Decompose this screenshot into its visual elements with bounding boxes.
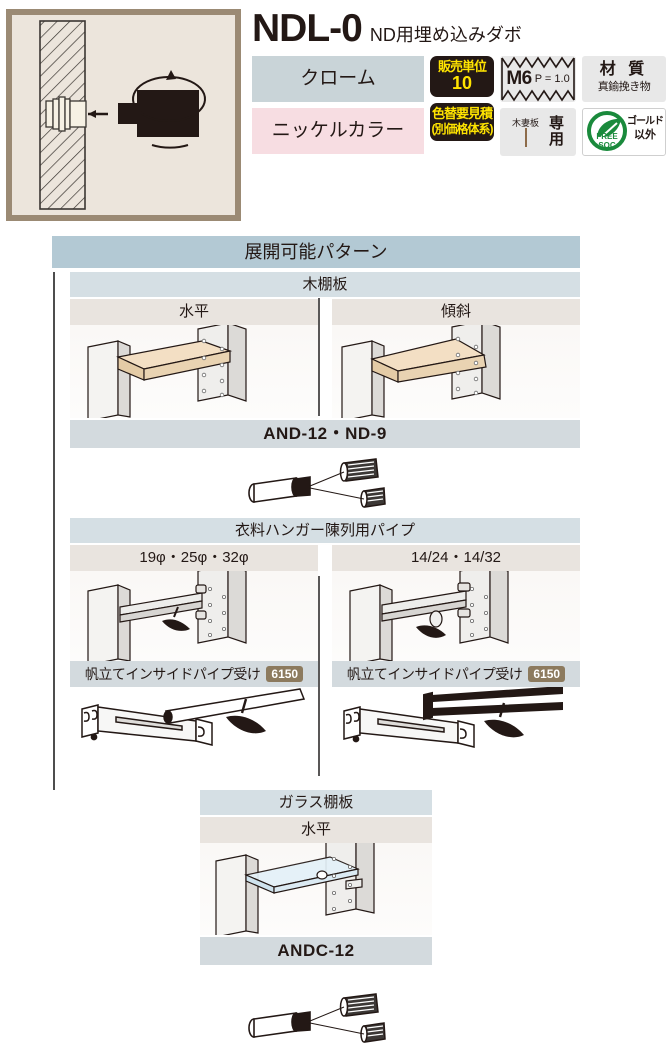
tilted-wood-shelf-icon [341, 325, 501, 418]
hanger-pipe-round-column: 19φ・25φ・32φ [70, 545, 318, 759]
wood-swatch-icon [524, 127, 527, 147]
block-glass-shelf-subheader: ガラス棚板 [200, 790, 432, 815]
inside-pipe-bracket-round-icon [81, 688, 306, 746]
round-pipe-bracket-icon [87, 571, 247, 661]
eco-note-gold: ゴールド [627, 116, 664, 127]
pattern-spine-line [53, 272, 55, 790]
material-and-eco-badges: 材 質 真鍮挽き物 FREE SOC ゴールド 以外 [582, 56, 666, 156]
page-subtitle: ND用埋め込みダボ [369, 25, 522, 45]
hanger-pipe-column-divider [318, 576, 320, 776]
wood-panel-icon-group: 木妻板 [503, 118, 548, 147]
receiver-label-oval: 帆立てインサイドパイプ受け [346, 666, 523, 682]
dowel-peg-set-icon-2 [248, 993, 386, 1043]
oval-pipe-bracket-icon [349, 571, 509, 661]
material-value: 真鍮挽き物 [597, 81, 651, 93]
finish-options: クローム ニッケルカラー [252, 56, 424, 154]
hanger-pipe-oval-column: 14/24・14/32 [332, 545, 580, 759]
receiver-code-round: 6150 [266, 666, 304, 682]
block-wood-shelf: 木棚板 水平 [70, 272, 580, 448]
material-label: 材 質 [599, 61, 649, 78]
hanger-pipe-oval-illustration [332, 571, 580, 661]
oval-bracket-part-illustration [332, 687, 580, 759]
product-cross-section-figure [6, 9, 241, 221]
hanger-pipe-round-receiver: 帆立てインサイドパイプ受け 6150 [70, 661, 318, 687]
column-gap-2 [318, 545, 332, 759]
round-bracket-part-illustration [70, 687, 318, 759]
horizontal-glass-shelf-icon [215, 843, 375, 935]
wood-shelf-column-divider [318, 298, 320, 416]
wood-shelf-tilted-label: 傾斜 [332, 299, 580, 325]
horizontal-wood-shelf-icon [87, 325, 247, 418]
thread-zigzag-icon [501, 56, 575, 102]
exclusive-char-2: 用 [549, 131, 564, 148]
thread-text: M6 P = 1.0 [500, 56, 576, 102]
dowel-peg-set-icon [248, 458, 386, 508]
hanger-pipe-oval-receiver: 帆立てインサイドパイプ受け 6150 [332, 661, 580, 687]
sales-unit-label: 販売単位 [437, 59, 487, 74]
eco-note: ゴールド 以外 [627, 115, 664, 143]
eco-free-text: FREE [596, 132, 618, 141]
exclusive-use-text: 専 用 [549, 115, 564, 148]
sales-unit-value: 10 [451, 73, 473, 93]
block-hanger-pipe-subheader: 衣料ハンガー陳列用パイプ [70, 518, 580, 543]
wood-shelf-tilted-illustration [332, 325, 580, 418]
receiver-label-round: 帆立てインサイドパイプ受け [84, 666, 261, 682]
page-title: NDL-0 [252, 7, 363, 50]
wood-shelf-horizontal-label: 水平 [70, 299, 318, 325]
wood-panel-caption: 木妻板 [511, 117, 539, 128]
hanger-pipe-round-label: 19φ・25φ・32φ [70, 545, 318, 571]
column-gap [318, 299, 332, 418]
hanger-pipe-oval-label: 14/24・14/32 [332, 545, 580, 571]
color-quote-note: (別価格体系) [431, 122, 494, 136]
wood-shelf-horizontal-column: 水平 [70, 299, 318, 418]
eco-note-except: 以外 [634, 129, 656, 141]
receiver-code-oval: 6150 [528, 666, 566, 682]
thread-and-wood-badges: M6 P = 1.0 木妻板 専 用 [500, 56, 576, 156]
product-title-block: NDL-0 ND用埋め込みダボ [252, 8, 664, 52]
sales-badges: 販売単位 10 色替要見積 (別価格体系) [430, 56, 494, 141]
glass-shelf-code: ANDC-12 [200, 937, 432, 965]
eco-mark-badge: FREE SOC ゴールド 以外 [582, 108, 666, 156]
color-quote-label: 色替要見積 [431, 106, 493, 121]
dowel-peg-illustration-top [236, 455, 396, 517]
glass-shelf-column: 水平 [200, 817, 432, 935]
eco-soc-text: SOC [598, 141, 616, 150]
thread-size: M6 [506, 68, 532, 89]
block-wood-shelf-subheader: 木棚板 [70, 272, 580, 297]
exclusive-char-1: 専 [549, 115, 564, 132]
glass-shelf-label: 水平 [200, 817, 432, 843]
wood-shelf-tilted-column: 傾斜 [332, 299, 580, 418]
wood-shelf-code: AND-12・ND-9 [70, 420, 580, 448]
thread-pitch: P = 1.0 [534, 73, 570, 85]
finish-chrome: クローム [252, 56, 424, 102]
finish-nickel: ニッケルカラー [252, 108, 424, 154]
cross-section-illustration [39, 20, 206, 210]
wood-shelf-horizontal-illustration [70, 325, 318, 418]
wood-panel-use-badge: 木妻板 専 用 [500, 108, 576, 156]
thread-spec-badge: M6 P = 1.0 [500, 56, 576, 102]
sales-unit-badge: 販売単位 10 [430, 56, 494, 97]
glass-shelf-illustration [200, 843, 432, 935]
pattern-section-title: 展開可能パターン [52, 236, 580, 268]
spec-badges: クローム ニッケルカラー 販売単位 10 色替要見積 (別価格体系) [252, 56, 666, 160]
hanger-pipe-round-illustration [70, 571, 318, 661]
block-glass-shelf: ガラス棚板 水平 [200, 790, 432, 965]
block-hanger-pipe: 衣料ハンガー陳列用パイプ 19φ・25φ・32φ [70, 518, 580, 759]
eco-mark-text: FREE SOC [587, 132, 627, 150]
color-quote-badge: 色替要見積 (別価格体系) [430, 103, 494, 141]
material-badge: 材 質 真鍮挽き物 [582, 56, 666, 102]
dowel-peg-illustration-bottom [236, 990, 396, 1052]
eco-leaf-icon [587, 111, 627, 151]
inside-pipe-bracket-oval-icon [343, 687, 563, 748]
